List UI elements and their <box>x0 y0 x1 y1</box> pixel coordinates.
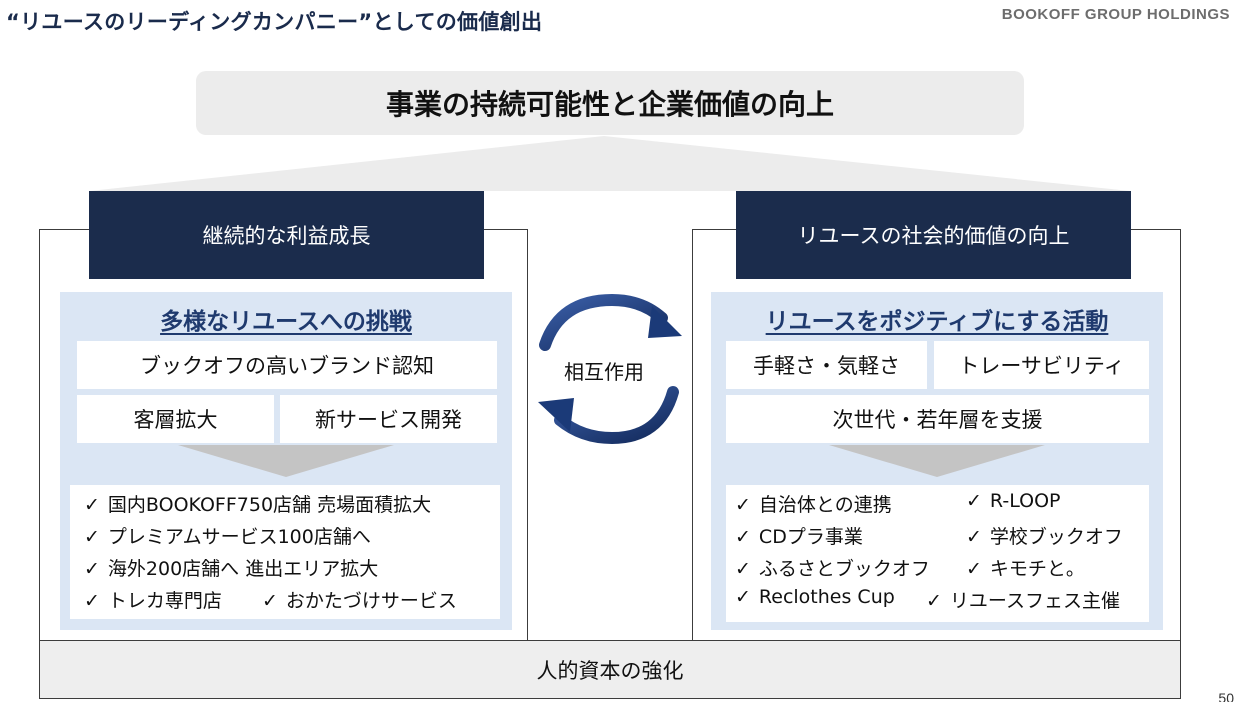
customer-expansion-cell: 客層拡大 <box>77 395 274 443</box>
foundation-bar: 人的資本の強化 <box>39 640 1181 699</box>
check-icon: ✓ <box>735 526 751 548</box>
check-icon: ✓ <box>966 526 982 548</box>
check-item: ✓国内BOOKOFF750店舗 売場面積拡大 <box>84 494 432 516</box>
right-check-list: ✓自治体との連携 ✓CDプラ事業 ✓ふるさとブックオフ ✓Reclothes C… <box>726 485 1149 622</box>
right-panel-title: リユースをポジティブにする活動 <box>765 309 1109 335</box>
right-down-arrow <box>829 445 1045 477</box>
check-icon: ✓ <box>735 586 751 608</box>
check-icon: ✓ <box>84 494 100 516</box>
check-item: ✓海外200店舗へ 進出エリア拡大 <box>84 558 379 580</box>
ease-cell: 手軽さ・気軽さ <box>726 341 927 389</box>
check-item: ✓ふるさとブックオフ <box>735 558 930 580</box>
check-item: ✓プレミアムサービス100店舗へ <box>84 526 371 548</box>
left-panel: 多様なリユースへの挑戦 ブックオフの高いブランド認知 客層拡大 新サービス開発 … <box>60 292 512 630</box>
next-generation-cell: 次世代・若年層を支援 <box>726 395 1149 443</box>
check-item: ✓おかたづけサービス <box>262 590 457 612</box>
goal-box: 事業の持続可能性と企業価値の向上 <box>196 71 1024 135</box>
check-item: ✓トレカ専門店 <box>84 590 222 612</box>
right-pillar-header: リユースの社会的価値の向上 <box>736 191 1131 279</box>
check-icon: ✓ <box>966 558 982 580</box>
right-panel: リユースをポジティブにする活動 手軽さ・気軽さ トレーサビリティ 次世代・若年層… <box>711 292 1163 630</box>
roof-shape <box>90 136 1130 191</box>
check-item: ✓R-LOOP <box>966 490 1061 512</box>
check-icon: ✓ <box>84 558 100 580</box>
left-check-list: ✓国内BOOKOFF750店舗 売場面積拡大 ✓プレミアムサービス100店舗へ … <box>70 485 500 619</box>
left-pillar-header: 継続的な利益成長 <box>89 191 484 279</box>
brand-cell: ブックオフの高いブランド認知 <box>77 341 497 389</box>
check-icon: ✓ <box>926 590 942 612</box>
check-item: ✓リユースフェス主催 <box>926 590 1120 612</box>
new-service-cell: 新サービス開発 <box>280 395 497 443</box>
left-panel-title: 多様なリユースへの挑戦 <box>160 309 412 335</box>
interaction-label: 相互作用 <box>564 360 644 384</box>
left-down-arrow <box>178 445 394 477</box>
check-icon: ✓ <box>966 490 982 512</box>
check-icon: ✓ <box>84 526 100 548</box>
check-icon: ✓ <box>735 494 751 516</box>
slide-title: “リユースのリーディングカンパニー”としての価値創出 <box>6 10 543 34</box>
check-icon: ✓ <box>84 590 100 612</box>
page-number: 50 <box>1218 690 1234 702</box>
cycle-arrow-bottom-icon <box>538 386 679 445</box>
check-item: ✓キモチと。 <box>966 558 1085 580</box>
cycle-arrow-top-icon <box>539 293 682 351</box>
check-item: ✓CDプラ事業 <box>735 526 863 548</box>
check-item: ✓Reclothes Cup <box>735 586 895 608</box>
check-item: ✓学校ブックオフ <box>966 526 1123 548</box>
check-icon: ✓ <box>262 590 278 612</box>
company-name: BOOKOFF GROUP HOLDINGS <box>1001 6 1230 23</box>
check-icon: ✓ <box>735 558 751 580</box>
traceability-cell: トレーサビリティ <box>934 341 1149 389</box>
check-item: ✓自治体との連携 <box>735 494 892 516</box>
